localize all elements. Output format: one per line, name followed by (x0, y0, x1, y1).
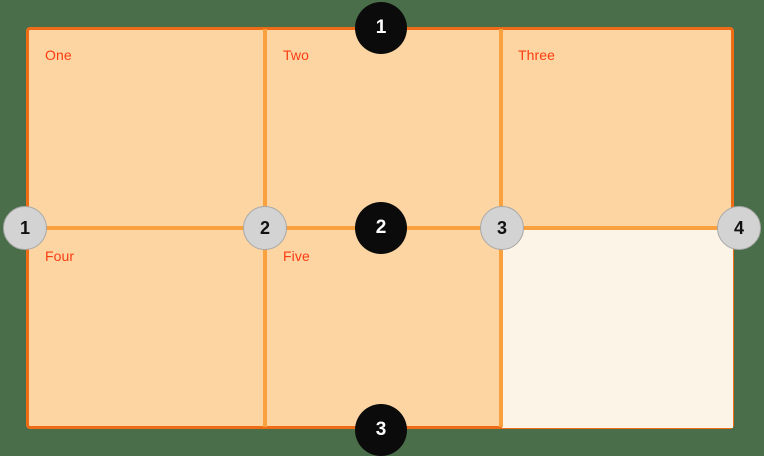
grey-node-4[interactable]: 4 (717, 206, 761, 250)
grey-node-2[interactable]: 2 (243, 206, 287, 250)
cell-label-five: Five (283, 248, 310, 264)
grey-node-3[interactable]: 3 (480, 206, 524, 250)
cell-label-four: Four (45, 248, 75, 264)
cell-label-one: One (45, 47, 72, 63)
grid-cell-empty[interactable] (502, 230, 733, 428)
black-node-1[interactable]: 1 (355, 2, 407, 54)
cell-label-three: Three (518, 47, 556, 63)
black-node-3[interactable]: 3 (355, 404, 407, 456)
black-node-2[interactable]: 2 (355, 202, 407, 254)
grey-node-1[interactable]: 1 (3, 206, 47, 250)
cell-label-two: Two (283, 47, 309, 63)
